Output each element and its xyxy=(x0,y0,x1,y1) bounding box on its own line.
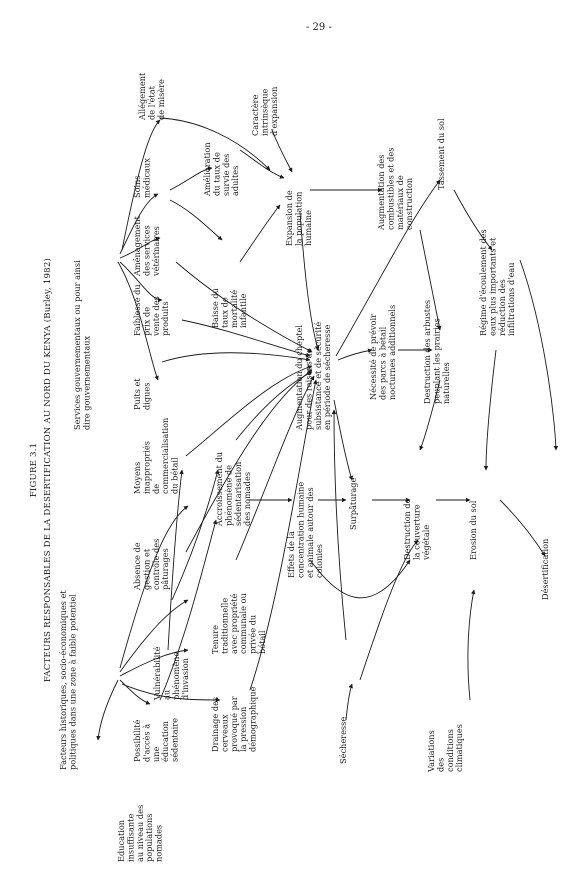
node-moyens: Moyensinappropriésdecommercialisationdu … xyxy=(132,417,180,494)
figure-title: FACTEURS RESPONSABLES DE LA DESERTIFICAT… xyxy=(42,258,53,682)
edge-root-right-soins xyxy=(119,193,159,255)
node-desertification: Désertification xyxy=(540,538,550,600)
edge-root-left-drainage xyxy=(121,683,221,703)
page-number: - 29 - xyxy=(306,22,332,33)
node-sedentaire: Possibilitéd'accès àuneéducationsédentai… xyxy=(132,718,180,762)
edge-regime-desertification xyxy=(519,259,559,451)
edge-cheptel-surpaturage xyxy=(333,399,353,481)
node-combustibles: Augmentation descombustibles et desmatér… xyxy=(376,148,414,231)
edge-combustibles-destruction-arbustes xyxy=(419,229,442,331)
node-secheresse: Sécheresse xyxy=(338,717,348,764)
node-erosion: Erosion du sol xyxy=(468,500,478,560)
edge-soins-baisse xyxy=(169,199,223,241)
node-soins: Soinsmédicaux xyxy=(132,158,151,198)
node-vulnerabilite: Vulnérabilitéauphénomèned'invasion xyxy=(152,646,190,701)
edge-root-right-amenagement xyxy=(119,236,161,259)
node-tassement: Tassement du sol xyxy=(436,118,446,190)
edge-erosion-desertification xyxy=(499,499,546,557)
edge-root-left-vulnerabilite xyxy=(119,648,189,677)
edge-gestion-accroissement xyxy=(171,469,220,601)
edge-accroissement-cheptel xyxy=(235,371,313,441)
node-expansion: Expansion dela populationhumaine xyxy=(284,190,313,246)
node-amelioration: Améliorationdu taux desurvie desadultes xyxy=(202,142,240,197)
edge-destruction-arbustes-destruction-couverture xyxy=(419,379,441,451)
edge-secheresse-cheptel xyxy=(331,409,347,641)
edge-drainage-cheptel xyxy=(249,379,318,691)
edge-expansion-cheptel xyxy=(299,211,320,351)
edge-regime-erosion xyxy=(483,349,497,471)
edge-root-left-moyens xyxy=(119,505,189,669)
edge-cheptel-necessite xyxy=(337,348,373,361)
node-baisse: Baisse dutaux demortalitéinfantile xyxy=(210,288,248,328)
edge-root-left-gestion xyxy=(119,599,189,673)
edge-amelioration-expansion xyxy=(239,149,285,179)
edges xyxy=(96,117,559,741)
edge-moyens-cheptel xyxy=(185,365,313,457)
edge-variations-erosion xyxy=(467,589,476,701)
node-drainage: Drainage descerveauxprovoqué parla press… xyxy=(210,687,258,752)
node-gestion: Absence degestion etcontrôle despâturage… xyxy=(132,539,170,591)
node-necessite: Nécessité de prévoirdes parcs à bétailno… xyxy=(368,305,397,400)
node-education: Educationinsuffisanteau niveau despopula… xyxy=(116,805,164,862)
node-regime: Régime d'écoulement deseaux plus importa… xyxy=(478,229,516,336)
edge-baisse-expansion xyxy=(239,204,281,263)
edge-sedentaire-accroissement xyxy=(159,519,218,701)
node-effets: Effets de laconcentration humaineet anim… xyxy=(286,482,324,578)
root-left-factors: Facteurs historiques, socio-économiques … xyxy=(58,590,77,770)
figure-label: FIGURE 3.1 xyxy=(29,443,39,498)
edge-root-right-faiblesse xyxy=(119,261,163,303)
edge-amenagement-cheptel xyxy=(175,261,313,353)
edge-root-right-allegement xyxy=(121,119,161,251)
edge-tenure-cheptel xyxy=(235,375,315,561)
edge-variations-secheresse xyxy=(345,683,353,721)
node-augmentation-cheptel: Augmentation du cheptelpour des raisons … xyxy=(294,322,332,431)
edge-root-right-puits xyxy=(117,261,159,381)
node-puits: Puits etdigues xyxy=(132,378,151,410)
edge-root-left-education xyxy=(96,679,119,741)
node-variations: Variationsdesconditionsclimatiques xyxy=(426,724,464,773)
edge-secheresse-destruction-couverture xyxy=(359,539,419,681)
edge-effets-destruction-couverture xyxy=(309,559,411,599)
node-amenagement: Aménagementdes servicesvétérinaires xyxy=(132,215,161,277)
node-destruction-arbustes: Destruction des arbustespeuplant les pra… xyxy=(422,300,451,404)
edge-soins-amelioration xyxy=(169,166,213,191)
node-accroissement: Accroissement duphénomène desédentarisat… xyxy=(214,452,252,527)
edge-cheptel-tassement xyxy=(335,179,441,357)
edge-allegement-expansion xyxy=(159,117,271,171)
edge-faiblesse-cheptel xyxy=(181,319,311,358)
edge-puits-cheptel xyxy=(161,352,311,363)
node-tenure: Tenuretraditionnelleavec propriétécommun… xyxy=(210,593,267,654)
node-caractere: Caractèreintrinsèqued'expansion xyxy=(250,86,279,136)
edge-tassement-regime xyxy=(453,189,493,251)
root-right-services: Services gouvernementaux ou pour ainsidi… xyxy=(72,260,91,430)
node-destruction-couverture: Destruction dela couverturevégétale xyxy=(402,498,431,561)
figure-caption: FIGURE 3.1 FACTEURS RESPONSABLES DE LA D… xyxy=(29,258,53,682)
edge-root-left-sedentaire xyxy=(119,679,151,705)
node-allegement: Allégementde l'étatde misère xyxy=(137,72,166,121)
node-faiblesse: Faiblesse duprix devente desproduits xyxy=(132,284,170,337)
edge-vulnerabilite-moyens xyxy=(167,469,184,651)
node-surpaturage: Surpâturage xyxy=(348,477,358,530)
diagram-nodes: Facteurs historiques, socio-économiques … xyxy=(58,72,550,862)
edge-caractere-expansion xyxy=(271,129,293,173)
